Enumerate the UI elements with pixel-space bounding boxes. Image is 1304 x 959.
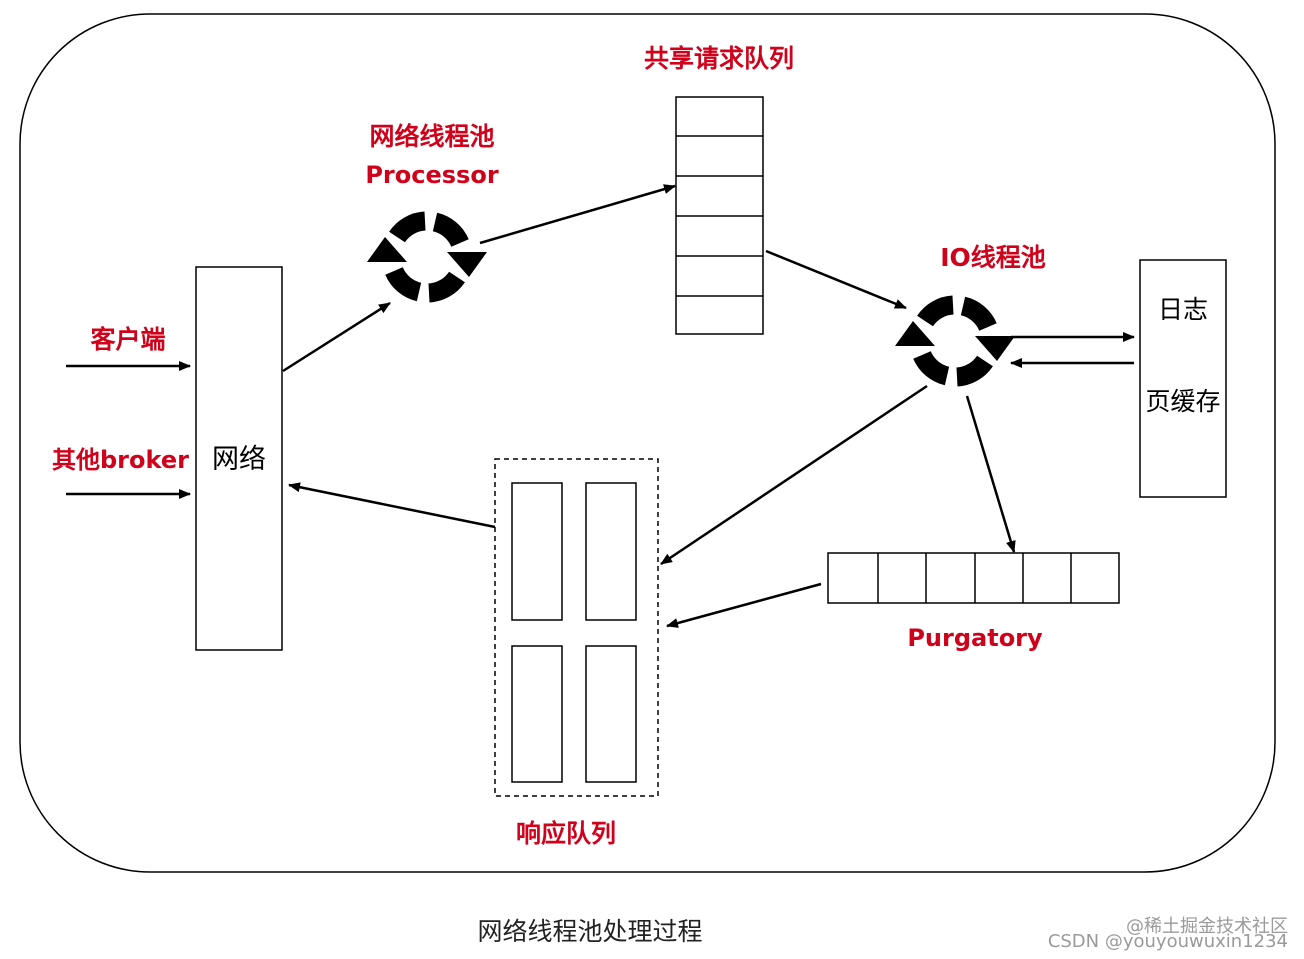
processor-cycle-icon: [367, 211, 487, 303]
network-label: 网络: [212, 444, 266, 475]
purgatory-label: Purgatory: [907, 624, 1043, 652]
log-label: 日志: [1158, 295, 1208, 324]
other-broker-label: 其他broker: [52, 446, 189, 474]
response-to-network-arrow: [288, 482, 496, 529]
watermark-line2: CSDN @youyouwuxin1234: [1047, 931, 1288, 952]
queue-to-io-arrow: [765, 249, 907, 310]
figure-caption: 网络线程池处理过程: [477, 917, 703, 946]
client-label: 客户端: [90, 325, 165, 354]
processor-to-queue-arrow: [479, 184, 676, 245]
purgatory-to-response-arrow: [666, 582, 822, 628]
shared-request-queue: [675, 96, 764, 335]
network-box: [195, 266, 283, 651]
response-queue-label: 响应队列: [516, 819, 616, 848]
purgatory-queue: [827, 552, 1120, 604]
io-pool-cycle-icon: [895, 295, 1015, 387]
log-pagecache-box: [1139, 259, 1227, 498]
watermark-line1: @稀土掘金技术社区: [1126, 916, 1288, 937]
shared-queue-label: 共享请求队列: [644, 44, 794, 73]
response-queue: [494, 458, 659, 797]
io-to-purgatory-arrow: [965, 395, 1016, 553]
network-pool-label: 网络线程池: [369, 122, 494, 151]
page-cache-label: 页缓存: [1145, 387, 1220, 416]
network-to-processor-arrow: [282, 301, 391, 373]
processor-label: Processor: [365, 161, 498, 189]
outer-frame: [19, 13, 1276, 873]
io-pool-label: IO线程池: [940, 243, 1046, 272]
io-to-response-arrow: [660, 384, 928, 566]
